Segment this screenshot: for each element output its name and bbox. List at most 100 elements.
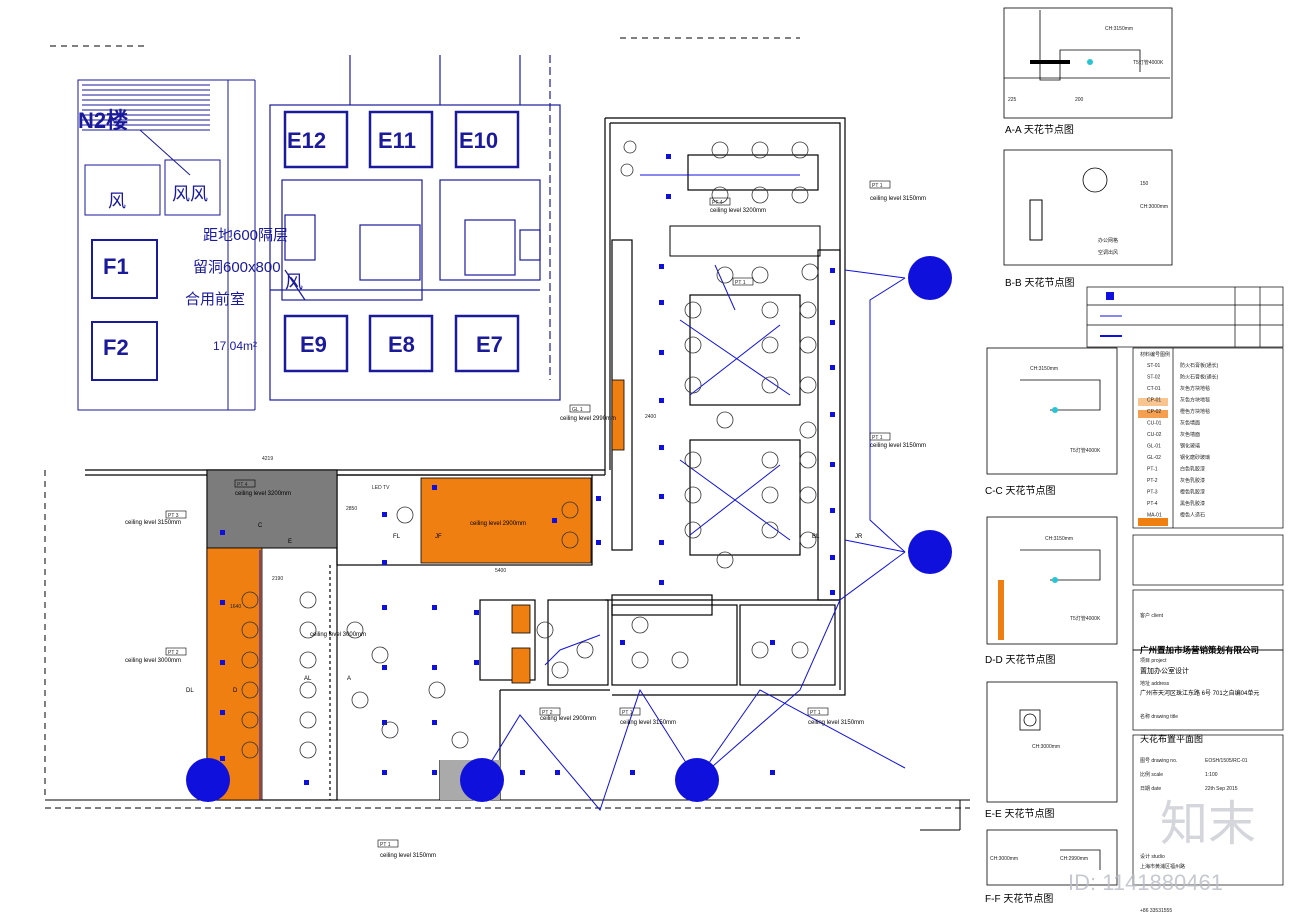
pt-tag-boxes	[165, 180, 891, 848]
room-f1: F1	[103, 254, 129, 279]
detail-ch-f2: CH:2990mm	[1060, 856, 1088, 862]
ceiling-label-11: ceiling level 3150mm	[808, 720, 864, 726]
room-e10: E10	[459, 128, 498, 153]
ceiling-label-13: ceiling level 3200mm	[235, 491, 291, 497]
drawing-title-label: 名称 drawing title	[1140, 713, 1178, 720]
detail-kd-b: 空调出风	[1098, 249, 1118, 256]
ceiling-label-2: ceiling level 3000mm	[125, 658, 181, 664]
legend-desc: 灰色方块地毯	[1180, 385, 1210, 392]
stair-block	[77, 79, 256, 411]
detail-t5-c: T5灯管4000K	[1070, 447, 1101, 454]
dim-1640: 1640	[230, 604, 241, 610]
room-f2: F2	[103, 335, 129, 360]
pt-tag-6: PT 1	[380, 842, 391, 848]
marker-bl: BL	[812, 534, 820, 540]
ceiling-label-6: ceiling level 3200mm	[710, 208, 766, 214]
detail-dim-200: 200	[1075, 97, 1084, 103]
legend-code: PT-3	[1147, 490, 1158, 496]
workstation-chairs	[241, 140, 819, 759]
ceiling-label-3: ceiling level 3000mm	[310, 632, 366, 638]
detail-title-ff: F-F 天花节点图	[985, 892, 1053, 905]
room-e12: E12	[287, 128, 326, 153]
legend-desc: 橙色乳胶漆	[1180, 489, 1205, 496]
building-label: N2楼	[78, 108, 128, 133]
pt-tag-5: PT 4	[237, 482, 248, 488]
date-label: 日期 date	[1140, 786, 1161, 792]
ceiling-label-12: ceiling level 3150mm	[380, 853, 436, 859]
marker-a: A	[347, 676, 351, 682]
marker-jf: JF	[435, 534, 442, 540]
detail-title-aa: A-A 天花节点图	[1005, 123, 1074, 136]
drawing-no-label: 图号 drawing no.	[1140, 758, 1177, 764]
marker-al: AL	[304, 676, 312, 682]
feng-label-3: 风	[285, 272, 303, 292]
legend-code: CU-01	[1147, 421, 1162, 427]
feng-label-2: 风风	[172, 184, 208, 204]
studio-address: 上海市黄浦区福州路	[1140, 863, 1185, 870]
detail-ch-e: CH:3000mm	[1032, 744, 1060, 750]
legend-desc: 防火石膏板(通长)	[1180, 362, 1219, 369]
legend-desc: 灰色墙面	[1180, 420, 1200, 427]
detail-dim-225: 225	[1008, 97, 1017, 103]
ceiling-label-1: ceiling level 3150mm	[125, 520, 181, 526]
marker-c: C	[258, 523, 263, 529]
detail-ch-a: CH:3150mm	[1105, 26, 1133, 32]
ceiling-label-5: ceiling level 2990mm	[560, 416, 616, 422]
room-e8: E8	[388, 332, 415, 357]
dim-2190: 2190	[272, 576, 283, 582]
legend-code: ST-02	[1147, 375, 1161, 381]
legend-code: GL-01	[1147, 444, 1161, 450]
detail-ch-b: CH:3000mm	[1140, 204, 1168, 210]
detail-pipe-b: 办公网格	[1098, 237, 1118, 244]
ceiling-label-10: ceiling level 3150mm	[620, 720, 676, 726]
room-e11: E11	[378, 128, 416, 153]
detail-title-bb: B-B 天花节点图	[1005, 276, 1074, 289]
note-opening: 留洞600x800	[193, 259, 281, 276]
legend-desc: 橙色方块地毯	[1180, 408, 1210, 415]
legend-desc: 黑色乳胶漆	[1180, 500, 1205, 507]
legend-desc: 灰色方块地毯	[1180, 397, 1210, 404]
marker-dl: DL	[186, 688, 194, 694]
legend-block	[1086, 286, 1284, 886]
project-label: 项目 project	[1140, 658, 1167, 664]
orange-zones	[206, 379, 625, 801]
dim-4219: 4219	[262, 456, 273, 462]
frame-lines	[44, 37, 970, 831]
legend-code: CT-01	[1147, 386, 1161, 392]
elevator-core	[269, 55, 561, 401]
pt-tag-8: PT 2	[542, 710, 553, 716]
marker-e: E	[288, 539, 292, 545]
legend-code: GL-02	[1147, 455, 1161, 461]
scale-label: 比例 scale	[1140, 771, 1163, 778]
gl-tag: GL 1	[572, 407, 583, 413]
feng-label-1: 风	[108, 191, 126, 211]
detail-fills	[998, 59, 1093, 640]
watermark-logo: 知末	[1160, 798, 1256, 851]
anteroom-label: 合用前室	[185, 291, 245, 308]
marker-jr: JR	[855, 534, 863, 540]
marker-d: D	[233, 688, 238, 694]
legend-code: CU-02	[1147, 432, 1162, 438]
studio-label: 设计 studio	[1140, 853, 1165, 860]
anteroom-area: 17.04m²	[213, 339, 257, 353]
detail-title-dd: D-D 天花节点图	[985, 653, 1056, 666]
legend-code: PT-2	[1147, 478, 1158, 484]
legend-code: PT-1	[1147, 467, 1158, 473]
scale-value: 1:100	[1205, 772, 1218, 778]
detail-ch-c: CH:3150mm	[1030, 366, 1058, 372]
dim-2850: 2850	[346, 506, 357, 512]
legend-desc: 橙色人造石	[1180, 512, 1205, 519]
ceiling-label-7: ceiling level 3150mm	[870, 196, 926, 202]
detail-ch-d: CH:3150mm	[1045, 536, 1073, 542]
detail-title-ee: E-E 天花节点图	[985, 807, 1054, 820]
client-name: 广州置加市场营销策划有限公司	[1140, 645, 1259, 655]
pt-tag-1: PT 3	[168, 513, 179, 519]
legend-code: CP-01	[1147, 398, 1161, 404]
detail-title-cc: C-C 天花节点图	[985, 484, 1056, 497]
legend-code: MA-01	[1147, 513, 1162, 519]
room-e7: E7	[476, 332, 503, 357]
pt-tag-4: PT 1	[872, 435, 883, 441]
legend-header: 材料编号图例	[1140, 351, 1170, 358]
client-label: 客户 client	[1140, 612, 1164, 619]
